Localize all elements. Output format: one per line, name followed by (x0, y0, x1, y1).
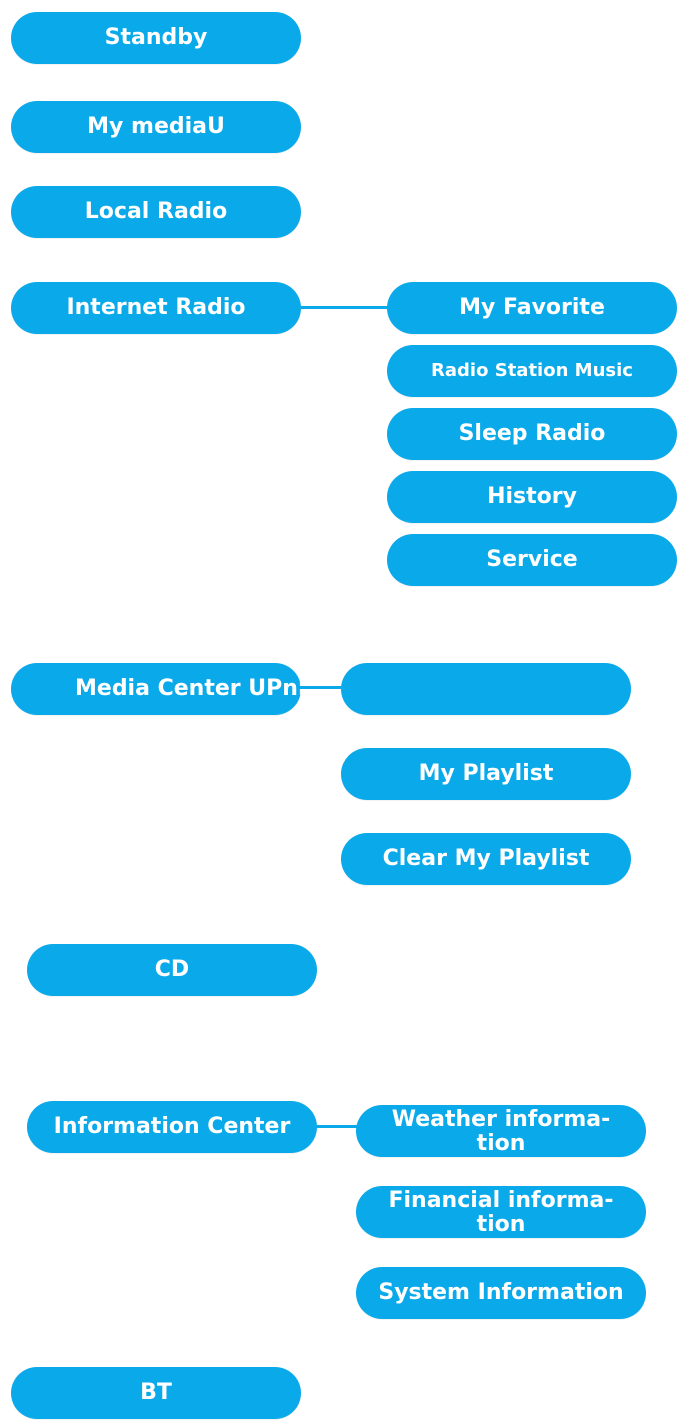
submenu-item-clear-my-playlist[interactable]: Clear My Playlist (341, 833, 631, 885)
menu-item-standby-label: Standby (104, 25, 208, 50)
internet-radio-connector (301, 306, 389, 309)
submenu-item-financial-information[interactable]: Financial informa- tion (356, 1186, 646, 1238)
menu-item-media-center[interactable]: Media Center UPnP (11, 663, 301, 715)
menu-item-my-mediau[interactable]: My mediaU (11, 101, 301, 153)
submenu-item-radio-station-music[interactable]: Radio Station Music (387, 345, 677, 397)
submenu-item-my-favorite-label: My Favorite (459, 295, 605, 320)
submenu-item-service[interactable]: Service (387, 534, 677, 586)
media-center-connector (299, 686, 343, 689)
submenu-item-weather-line2: tion (476, 1131, 526, 1156)
menu-item-internet-radio[interactable]: Internet Radio (11, 282, 301, 334)
submenu-item-clear-my-playlist-label: Clear My Playlist (382, 846, 590, 871)
menu-item-bt-label: BT (140, 1380, 172, 1405)
submenu-item-system-information-label: System Information (378, 1280, 624, 1305)
menu-item-cd-label: CD (154, 957, 190, 982)
submenu-item-my-playlist-label: My Playlist (418, 761, 554, 786)
submenu-item-service-label: Service (486, 547, 578, 572)
submenu-item-sleep-radio[interactable]: Sleep Radio (387, 408, 677, 460)
menu-item-local-radio-label: Local Radio (84, 199, 228, 224)
menu-item-internet-radio-label: Internet Radio (66, 295, 246, 320)
submenu-item-history-label: History (487, 484, 577, 509)
menu-item-media-center-label: Media Center UPnP (75, 676, 301, 701)
information-center-connector (315, 1125, 359, 1128)
menu-item-local-radio[interactable]: Local Radio (11, 186, 301, 238)
submenu-item-system-information[interactable]: System Information (356, 1267, 646, 1319)
menu-item-bt[interactable]: BT (11, 1367, 301, 1419)
submenu-item-weather-line1: Weather informa- (391, 1106, 611, 1132)
submenu-item-radio-station-music-label: Radio Station Music (431, 360, 633, 381)
submenu-item-history[interactable]: History (387, 471, 677, 523)
submenu-item-sleep-radio-label: Sleep Radio (458, 421, 606, 446)
menu-item-cd[interactable]: CD (27, 944, 317, 996)
menu-item-my-mediau-label: My mediaU (87, 114, 225, 139)
submenu-item-my-playlist[interactable]: My Playlist (341, 748, 631, 800)
submenu-item-weather-information[interactable]: Weather informa- tion (356, 1105, 646, 1157)
menu-item-information-center[interactable]: Information Center (27, 1101, 317, 1153)
menu-item-standby[interactable]: Standby (11, 12, 301, 64)
submenu-item-my-favorite[interactable]: My Favorite (387, 282, 677, 334)
submenu-item-financial-line2: tion (476, 1212, 526, 1237)
submenu-item-financial-line1: Financial informa- (388, 1187, 614, 1213)
menu-item-information-center-label: Information Center (53, 1114, 291, 1139)
submenu-item-blank[interactable] (341, 663, 631, 715)
